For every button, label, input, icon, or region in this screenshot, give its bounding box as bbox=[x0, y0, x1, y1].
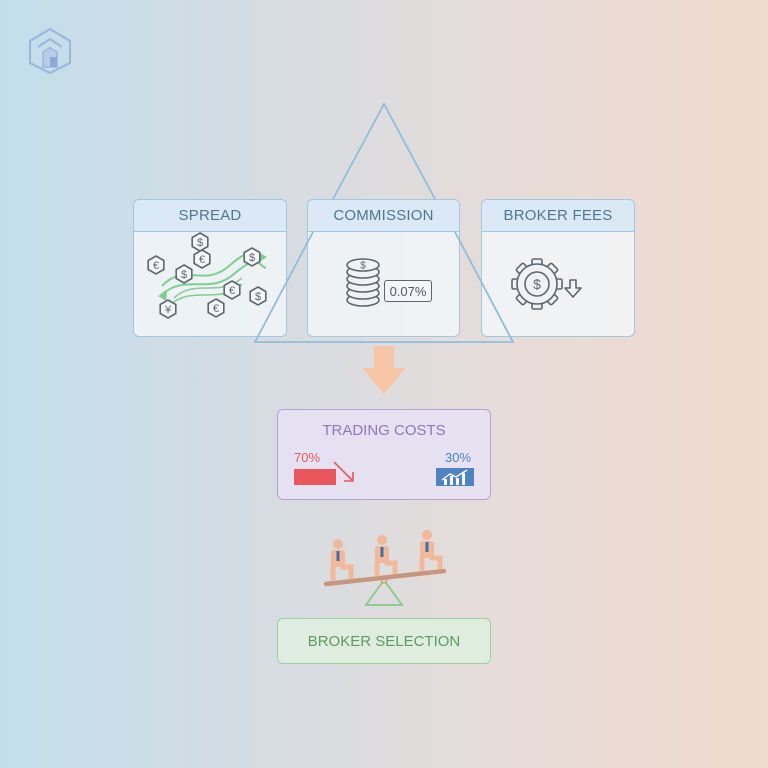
currency-coin bbox=[175, 264, 193, 284]
commission-card-title: COMMISSION bbox=[308, 200, 459, 232]
currency-symbol: $ bbox=[249, 252, 255, 264]
currency-symbol: $ bbox=[181, 269, 187, 281]
currency-coin bbox=[193, 249, 211, 269]
currency-coin bbox=[207, 298, 225, 318]
currency-symbol: $ bbox=[255, 291, 261, 303]
currency-symbol: ¥ bbox=[164, 304, 172, 316]
spread-card-title: SPREAD bbox=[134, 200, 286, 232]
currency-symbol: € bbox=[199, 254, 205, 266]
chart-up-icon bbox=[436, 468, 474, 486]
commission-rate: 0.07% bbox=[389, 283, 427, 299]
currency-symbol: € bbox=[229, 285, 235, 297]
currency-symbol: € bbox=[213, 303, 219, 315]
commission-rate-badge: 0.07% bbox=[384, 280, 432, 302]
commission-card: COMMISSION $ 0.07% bbox=[307, 199, 460, 337]
coin-stack-icon: $ bbox=[346, 258, 380, 307]
spread-card: SPREAD € $ € $ € $ ¥ € $ bbox=[133, 199, 287, 337]
currency-exchange-icon: € $ € $ € $ ¥ € $ bbox=[147, 232, 267, 319]
currency-symbol: € bbox=[153, 260, 159, 272]
currency-coin bbox=[147, 255, 165, 275]
broker-fees-card-title: BROKER FEES bbox=[482, 200, 634, 232]
trading-costs-box: TRADING COSTS 70% 30% bbox=[277, 409, 491, 500]
broker-selection-label: BROKER SELECTION bbox=[307, 632, 461, 650]
currency-symbol: $ bbox=[197, 237, 203, 249]
currency-coin bbox=[159, 299, 177, 319]
trading-costs-title: TRADING COSTS bbox=[322, 422, 446, 439]
coin-symbol: $ bbox=[360, 261, 366, 272]
cost-percent-left: 70% bbox=[294, 450, 321, 465]
currency-coin bbox=[191, 232, 209, 252]
cost-percent-right: 30% bbox=[445, 450, 472, 465]
broker-fees-card: BROKER FEES $ bbox=[481, 199, 635, 337]
cost-bar-left bbox=[294, 469, 336, 485]
trend-down-arrow-icon bbox=[333, 461, 354, 482]
seesaw-people-icon bbox=[323, 530, 447, 606]
broker-selection-box: BROKER SELECTION bbox=[277, 618, 491, 664]
gear-dollar-symbol: $ bbox=[533, 276, 541, 292]
gear-dollar-icon: $ bbox=[511, 258, 582, 310]
currency-coin bbox=[223, 280, 241, 300]
down-arrow-icon bbox=[362, 346, 406, 394]
logo-icon bbox=[28, 27, 72, 75]
